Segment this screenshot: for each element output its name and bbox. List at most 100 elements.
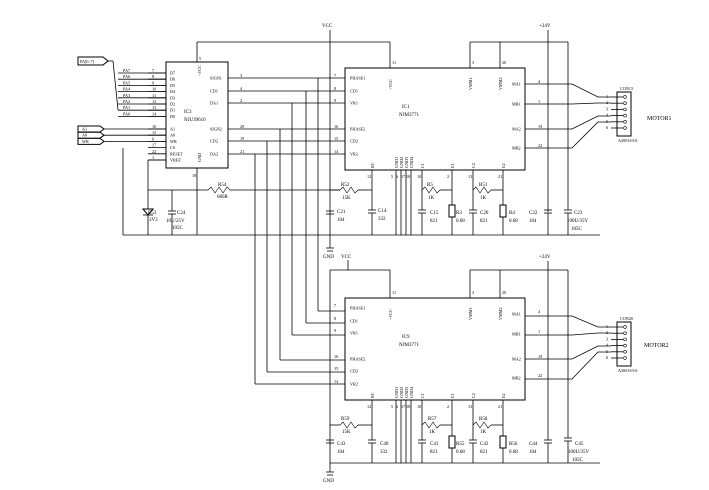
ic3-pin-name-13: VREF [170,158,181,163]
ic9-pins-left-pin-num-0: 7 [334,303,336,308]
ic1-pins-bottom-pin-name-7: C2 [471,163,476,168]
motor2-label: MOTOR2 [644,343,669,349]
ic3-pin-num-9: 15 [152,130,156,135]
r55-resistor [448,435,456,449]
ic9-pins-right-pin-num-1: 1 [538,329,540,334]
ic9-pins-left-pin-name-5: VR2 [350,382,358,387]
c44-value: 104 [529,450,537,455]
motor2-pins-pin-num-5: 6 [606,355,608,360]
r51-resistor [472,186,492,194]
ic9-pins-left-pin-name-0: PHASE1 [350,306,365,311]
ic3-out-pin-name-3: SIGN2 [210,127,222,132]
ic1-pins-bottom-pin-name-3: GND3 [404,157,409,168]
ic9-pins-bottom-pin-num-6: 2 [447,404,449,409]
r54-value: 680R [217,195,229,200]
ic1-pins-top-pin-name-1: VMM1 [468,77,473,90]
ic9-pins-left-pin-num-4: 15 [334,366,338,371]
ic9-pins-bottom-pin-name-3: GND3 [404,387,409,398]
ctrl-port-1 [77,131,105,139]
ic3-to-drivers-routing [228,77,345,385]
ic1-pins-bottom-pin-name-4: GND4 [409,156,414,168]
c20-ref: C20 [480,211,489,216]
ic3-gnd-pin-name: GND [197,153,202,162]
ic9-pins-top-pin-num-0: 11 [392,290,396,295]
v24-label-top: +24V [539,24,551,29]
ctrl-line-label-1: A0 [82,133,87,138]
r56-ref: R56 [509,442,518,447]
ic3-pin-num-3: 10 [152,87,156,92]
ic3-pin-num-13: 1 [152,155,154,160]
ic3-pin-num-5: 12 [152,99,156,104]
vcc-label-top: VCC [322,24,333,29]
ic1-pins-bottom-pin-num-6: 2 [447,174,449,179]
c15-ref: C15 [430,211,439,216]
vcc-rail-top: VCC GND [196,24,391,260]
c23-temp: 105C [571,227,583,232]
ic3-pin-name-1: D6 [170,77,175,82]
motor1-pins-pin-num-4: 5 [606,119,608,124]
c41-value: 821 [430,450,438,455]
motor2-pins-pin-num-4: 5 [606,349,608,354]
ic3-part: NJU39610 [184,118,206,123]
r58-value: 1K [480,430,487,435]
motor1-pins-pin-dot-4 [623,120,627,124]
c43-value: 104 [337,450,345,455]
ctrl-line-label-0: A1 [82,127,87,132]
c44-ref: C44 [529,442,538,447]
motor1-pins-pin-dot-3 [623,113,627,118]
c41-ref: C41 [430,442,439,447]
ic1-pins-left-pin-num-1: 8 [334,86,336,91]
con13-part: A2001S3-6 [618,138,637,143]
ic9-part: NJM3771 [399,343,420,348]
ic9-pins-right-pin-num-3: 22 [538,373,542,378]
ic3-out-pin-name-0: SIGN1 [210,76,222,81]
r5-ref: R5 [427,183,433,188]
ic9-pins-bottom-pin-name-5: C1 [420,393,425,398]
ic1-pins-top-pin-name-0: +VCC [388,79,393,90]
ic3-gnd-pin-num: 18 [192,173,196,178]
ic3-pin-num-2: 9 [152,80,154,85]
ic1-pins-right-pin-num-0: 4 [538,79,541,84]
motor2-pins-pin-num-2: 3 [606,336,608,341]
ic1-pins-bottom-pin-name-5: C1 [420,163,425,168]
ic9-pins-left-pin-name-4: CD2 [350,369,358,374]
ic9-pins-bottom-pin-num-1: 5 [391,404,393,409]
ic1-pins-bottom-pin-name-8: E2 [501,163,506,168]
r3-ref: R3 [456,211,462,216]
ic1-pins-left-pin-num-3: 16 [334,124,338,129]
ic3-pin-name-3: D4 [170,89,176,94]
ic1-pins-bottom-pin-name-2: GND2 [399,157,404,168]
r59-value: 15K [342,430,351,435]
motor2-pins-pin-dot-1 [623,331,627,335]
ic9-bottom-network: R59 15K C43 104 C40 332 R57 1K C41 821 R… [326,400,600,464]
ic3-pin-name-2: D5 [170,83,175,88]
ic9-pins-bottom-pin-name-6: E1 [450,393,455,398]
ic9-pins-bottom-pin-name-0: RC [370,392,375,398]
ic1-pins-left-pin-num-0: 7 [334,73,336,78]
ic1-pins-left-pin-name-2: VR1 [350,101,358,106]
ic1-pins-bottom-pin-num-2: 6 [396,174,398,179]
c24-ref: C24 [177,211,186,216]
ic3-ref: IC3 [184,110,192,115]
motor1-label: MOTOR1 [647,116,672,122]
c23-ref: C23 [574,211,583,216]
pa-line-label-4: PA3 [123,93,130,98]
r53-value: 3V3 [149,218,158,223]
c40-ref: C40 [380,442,389,447]
ic1-pins-right-pin-name-1: MB1 [512,102,521,107]
ic1-ref: IC1 [402,105,410,110]
ic3-pin-name-6: D1 [170,108,175,113]
ic3-pin-name-4: D3 [170,95,175,100]
c24-temp: 105C [172,226,184,231]
ic1-pins-right-pin-name-2: MA2 [512,127,521,132]
r56-value: 0.68 [509,450,518,455]
r52-value: 15K [342,196,351,201]
ic3-pin-num-7: 14 [152,111,157,116]
ic9-pins-bottom-pin-name-4: GND4 [409,386,414,398]
r55-value: 0.68 [456,450,465,455]
ic3-vcc-pin-name: +VCC [197,65,202,76]
ic1-pins-right-pin-num-2: 19 [538,124,542,129]
con13-ref: CON13 [620,86,633,91]
ic9-pins-right-pin-num-0: 4 [538,309,541,314]
ic1-pins-bottom-pin-num-3: 17 [401,174,405,179]
